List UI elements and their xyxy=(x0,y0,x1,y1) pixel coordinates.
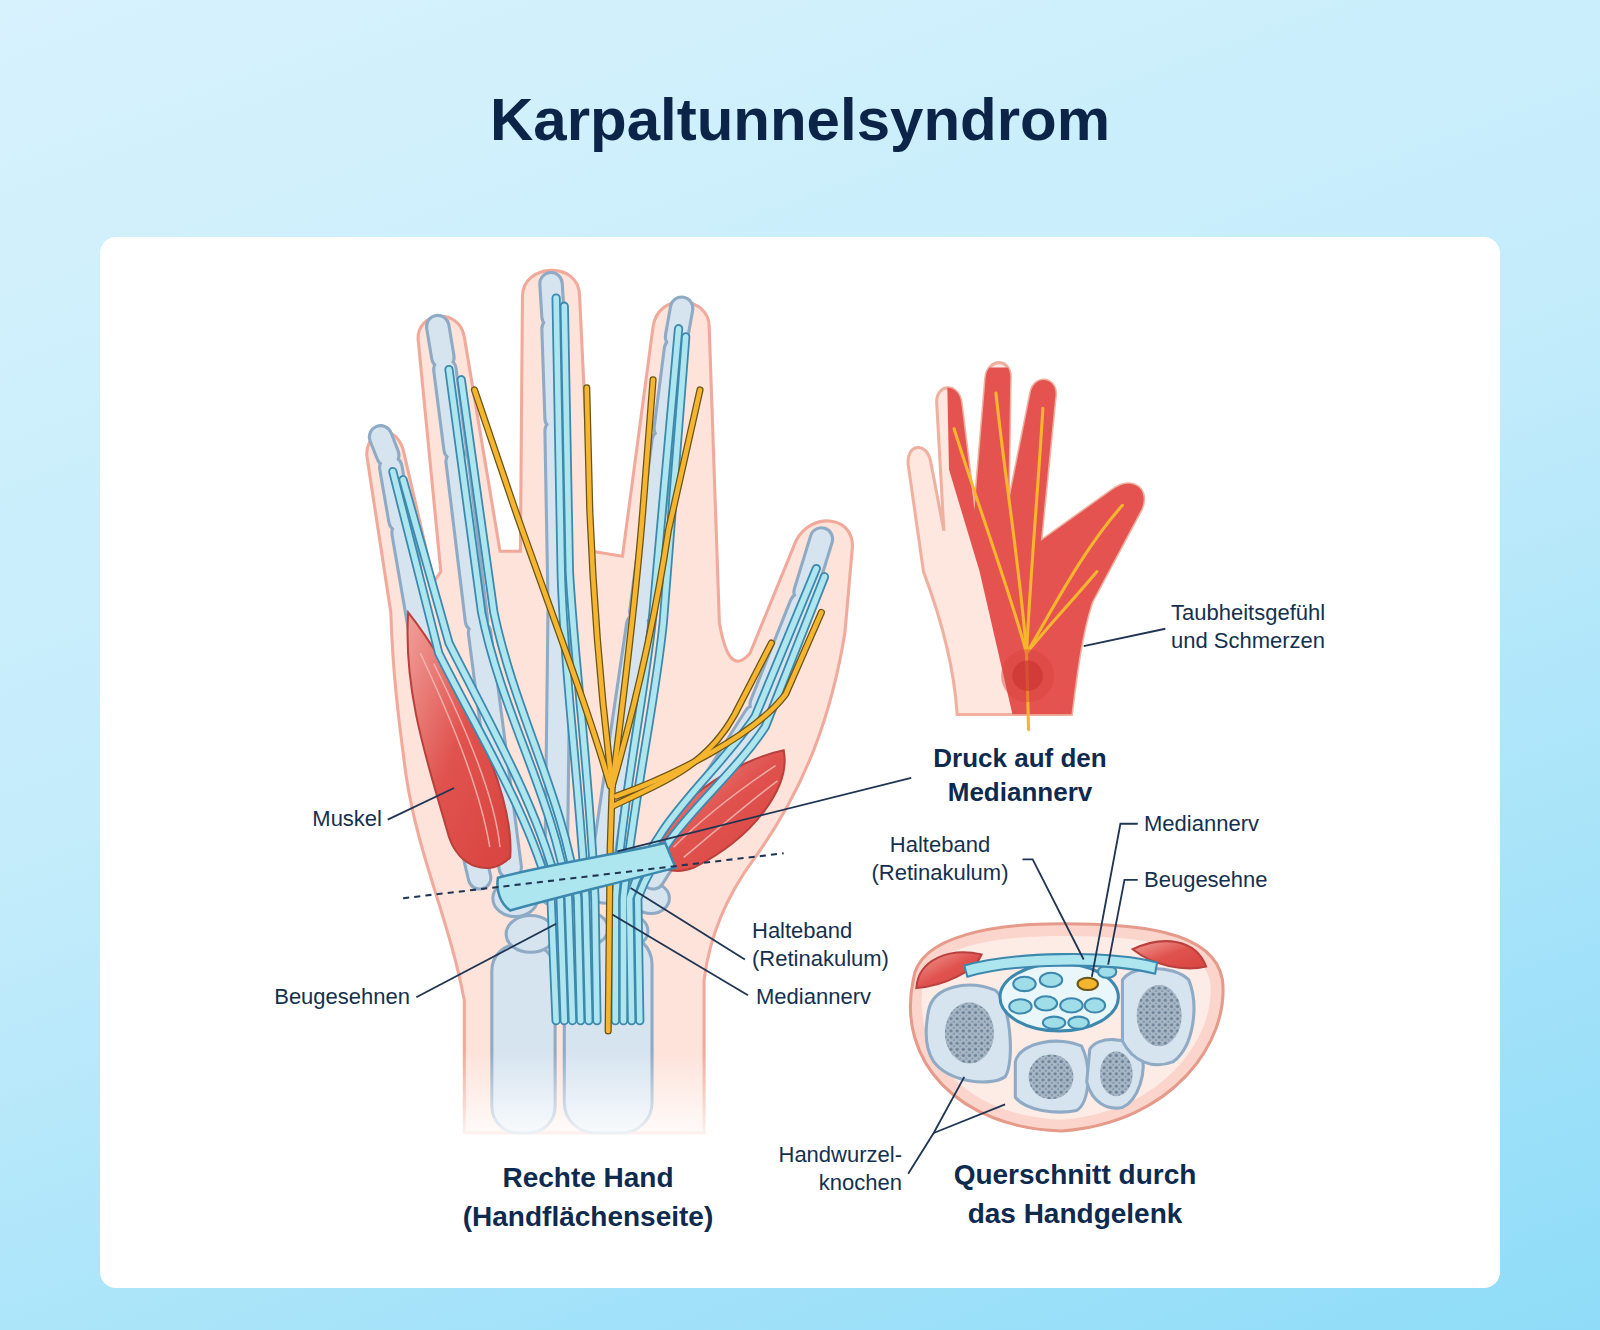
small-hand-nerves xyxy=(954,393,1122,730)
leader-lines xyxy=(388,629,1166,1174)
part-label: Beugesehnen xyxy=(250,983,410,1011)
wrist-fade xyxy=(459,1051,709,1135)
callout-heading: Druck auf den Mediannerv xyxy=(920,741,1120,809)
part-label: Muskel xyxy=(282,805,382,833)
carpal-tunnel xyxy=(1000,964,1118,1031)
spongy-bone xyxy=(945,985,1182,1099)
section-nerve xyxy=(1078,978,1098,990)
figure-caption: Querschnitt durch das Handgelenk xyxy=(935,1155,1215,1233)
part-label: Halteband (Retinakulum) xyxy=(860,831,1020,887)
page-title: Karpaltunnelsyndrom xyxy=(0,84,1600,156)
part-label: Halteband (Retinakulum) xyxy=(752,917,912,973)
part-label: Mediannerv xyxy=(1144,810,1344,838)
section-tendons xyxy=(1009,966,1116,1029)
figure-caption: Rechte Hand (Handflächenseite) xyxy=(448,1158,728,1236)
section-retinaculum xyxy=(964,954,1157,977)
part-label: Handwurzel- knochen xyxy=(767,1141,902,1197)
pressure-point xyxy=(1012,660,1043,691)
symptom-label: Taubheitsgefühl und Schmerzen xyxy=(1171,599,1356,655)
pressure-glow xyxy=(1001,649,1054,702)
numb-area xyxy=(947,367,1174,726)
section-line xyxy=(403,853,784,898)
section-outline xyxy=(910,924,1223,1131)
part-label: Mediannerv xyxy=(756,983,956,1011)
part-label: Beugesehne xyxy=(1144,866,1344,894)
